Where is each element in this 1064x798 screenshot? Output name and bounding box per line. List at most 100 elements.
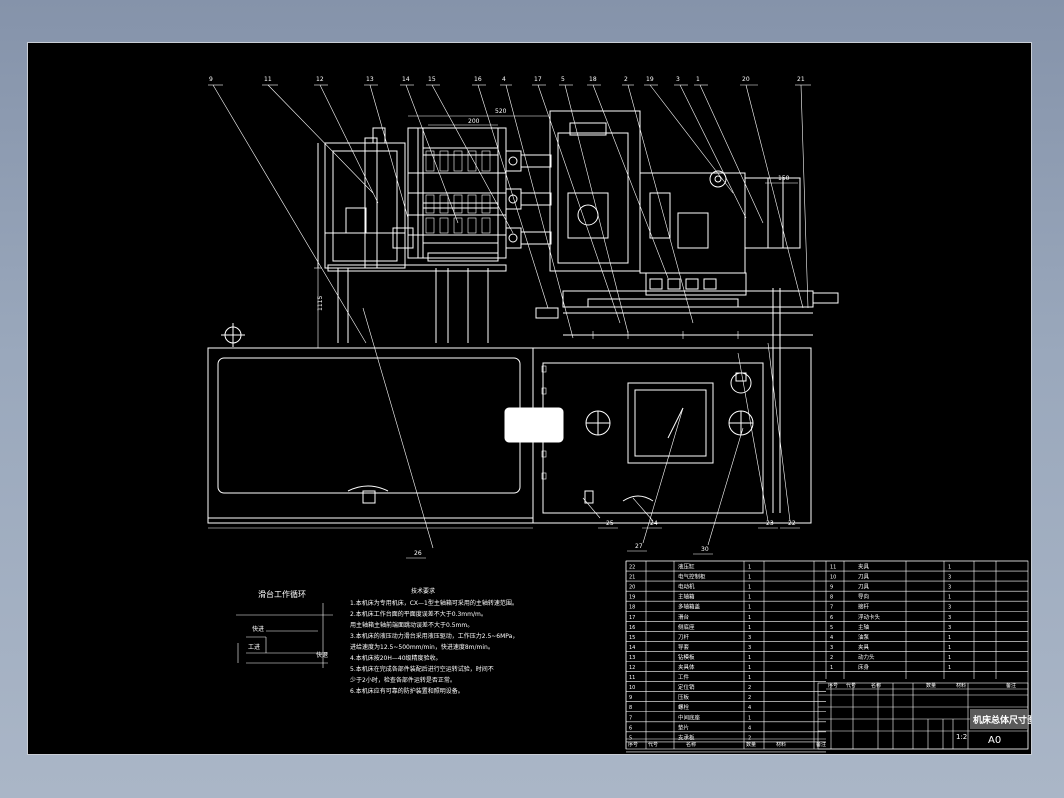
work-cycle-title: 滑台工作循环 xyxy=(258,589,306,599)
bom-left-name-8: 螺栓 xyxy=(678,703,690,711)
balloon-bottom-27: 27 xyxy=(635,543,643,550)
bom-right-qty-10: 3 xyxy=(948,575,951,581)
balloon-top-16: 16 xyxy=(474,76,482,83)
bom-right-no-6: 6 xyxy=(830,615,833,621)
bom-right-qty-6: 3 xyxy=(948,615,951,621)
bom-left-no-15: 15 xyxy=(629,635,635,641)
dim-1115: 1115 xyxy=(317,296,324,311)
middle-base xyxy=(504,407,564,443)
title-highlight xyxy=(970,709,1027,729)
tech-req-line-4: 进给速度为12.5~500mm/min，快进速度8m/min。 xyxy=(350,643,494,651)
balloon-top-14: 14 xyxy=(402,76,410,83)
bom-right-name-8: 导向 xyxy=(858,593,869,601)
balloon-top-15: 15 xyxy=(428,76,436,83)
tech-req-line-0: 1.本机床为专用机床，CX—1型主轴箱可采用的主轴转速范围。 xyxy=(350,599,518,607)
dim-200: 200 xyxy=(468,118,480,125)
bom-left-qty-9: 2 xyxy=(748,695,751,701)
bom-left-qty-7: 1 xyxy=(748,715,751,721)
bom-left-no-11: 11 xyxy=(629,675,635,681)
bom-header2-code: 代号 xyxy=(846,682,856,689)
bom-left-no-9: 9 xyxy=(629,695,632,701)
bom-right-no-3: 3 xyxy=(830,645,833,651)
dim-520: 520 xyxy=(495,108,507,115)
bom-left-qty-20: 1 xyxy=(748,585,751,591)
bom-left-name-20: 电动机 xyxy=(678,583,695,591)
bom-right-name-3: 夹具 xyxy=(858,643,870,651)
balloon-top-12: 12 xyxy=(316,76,324,83)
bom-header2-material: 材料 xyxy=(956,682,966,689)
bom-right-qty-1: 1 xyxy=(948,665,951,671)
work-cycle-label-a: 快进 xyxy=(252,625,264,633)
bom-right-qty-7: 3 xyxy=(948,605,951,611)
balloon-top-20: 20 xyxy=(742,76,750,83)
bom-left-no-22: 22 xyxy=(629,565,635,571)
balloon-top-1: 1 xyxy=(696,76,700,83)
bom-left-qty-15: 3 xyxy=(748,635,751,641)
multi-spindle-box xyxy=(549,110,641,272)
bom-header-name: 名称 xyxy=(686,741,696,748)
bom-left-name-15: 刀杆 xyxy=(678,633,690,641)
bom-left-no-19: 19 xyxy=(629,595,635,601)
drawing-title: 机床总体尺寸图 xyxy=(973,714,1031,726)
balloon-top-4: 4 xyxy=(502,76,506,83)
bom-left-qty-6: 4 xyxy=(748,725,751,731)
bom-right-name-9: 刀具 xyxy=(858,584,870,591)
work-cycle-diagram: 滑台工作循环 快进 工进 快退 xyxy=(236,589,333,668)
bom-right-name-5: 主轴 xyxy=(858,623,870,631)
bom-header-no: 序号 xyxy=(628,741,638,748)
dim-150: 150 xyxy=(778,175,790,182)
bom-left-name-22: 液压缸 xyxy=(678,563,695,571)
bom-left-qty-21: 1 xyxy=(748,575,751,581)
balloon-top-13: 13 xyxy=(366,76,374,83)
bom-left-no-13: 13 xyxy=(629,655,635,661)
bom-left-qty-13: 1 xyxy=(748,655,751,661)
bom-left-no-12: 12 xyxy=(629,665,635,671)
bom-left-no-14: 14 xyxy=(629,645,635,651)
bom-right-no-9: 9 xyxy=(830,585,833,591)
bom-right-no-4: 4 xyxy=(830,635,833,641)
bom-right-qty-9: 3 xyxy=(948,585,951,591)
bom-left-qty-5: 2 xyxy=(748,735,751,741)
tech-req-line-7: 少于2小时，检查各部件运转是否正常。 xyxy=(350,676,456,684)
balloon-bottom-30: 30 xyxy=(701,546,709,553)
work-cycle-label-b: 工进 xyxy=(248,643,260,651)
bom-left-no-16: 16 xyxy=(629,625,635,631)
motor-housing xyxy=(639,170,801,296)
bom-left-name-13: 钻模板 xyxy=(678,653,695,661)
tech-req-line-3: 3.本机床的液压动力滑台采用液压驱动，工作压力2.5~6MPa， xyxy=(350,632,518,640)
bom-right-qty-4: 1 xyxy=(948,635,951,641)
bom-left-no-10: 10 xyxy=(629,685,635,691)
bom-left-no-17: 17 xyxy=(629,615,635,621)
balloon-bottom-26: 26 xyxy=(414,550,422,557)
tech-req-title: 技术要求 xyxy=(411,587,435,595)
tech-req-line-6: 5.本机床在完成各部件装配后进行空运转试验，时间不 xyxy=(350,665,494,673)
bom-right-name-2: 动力头 xyxy=(858,653,875,661)
balloon-top-2: 2 xyxy=(624,76,628,83)
bom-left-no-21: 21 xyxy=(629,575,635,581)
machine-bed-left xyxy=(207,347,534,524)
bom-right-no-1: 1 xyxy=(830,665,833,671)
tech-req-line-8: 6.本机床应有可靠的防护装置和照明设备。 xyxy=(350,687,464,695)
bom-left-no-7: 7 xyxy=(629,715,632,721)
balloon-top-19: 19 xyxy=(646,76,654,83)
tech-req-line-5: 4.本机床按20H—40级精度验收。 xyxy=(350,654,442,662)
bom-left-no-20: 20 xyxy=(629,585,635,591)
bom-left-no-8: 8 xyxy=(629,705,632,711)
bom-right-name-6: 浮动卡头 xyxy=(858,613,881,621)
slide-rail xyxy=(535,288,839,513)
bom-right-name-7: 接杆 xyxy=(858,603,870,611)
bom-left-qty-14: 3 xyxy=(748,645,751,651)
bom-left-name-18: 多轴箱盖 xyxy=(678,603,701,611)
bom-left-name-19: 主轴箱 xyxy=(678,593,695,601)
bom-left-qty-12: 1 xyxy=(748,665,751,671)
bom-header-code: 代号 xyxy=(648,741,658,748)
bom-right-no-11: 11 xyxy=(830,565,836,571)
spindles xyxy=(505,150,552,249)
bom-right-qty-5: 3 xyxy=(948,625,951,631)
bom-left-name-5: 支承板 xyxy=(678,733,695,741)
bom-right-qty-8: 1 xyxy=(948,595,951,601)
work-cycle-label-c: 快退 xyxy=(316,651,328,659)
